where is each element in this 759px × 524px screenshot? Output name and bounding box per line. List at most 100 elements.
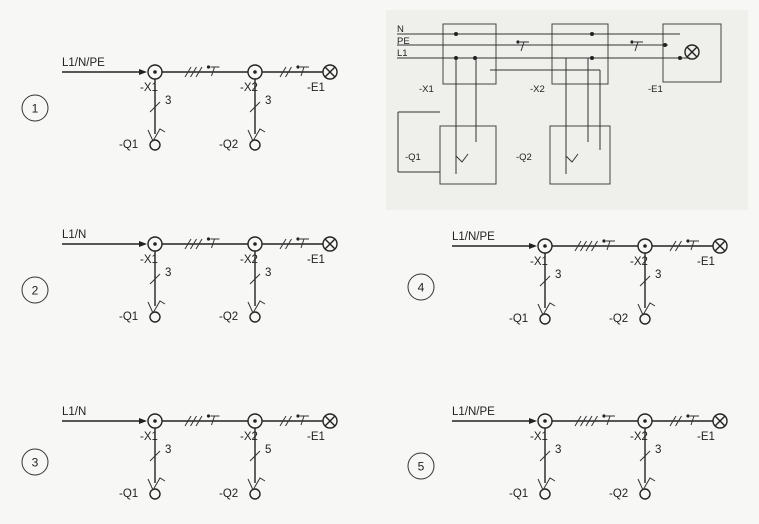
conductor-tick bbox=[669, 240, 677, 252]
pe-mark-stem bbox=[520, 41, 525, 52]
switch1-label: -Q1 bbox=[509, 313, 528, 325]
pe-mark-stem bbox=[211, 66, 215, 77]
junction-box-x2 bbox=[551, 23, 609, 85]
feed-arrow bbox=[139, 241, 147, 247]
junction-box-dot bbox=[643, 244, 647, 248]
switch1-conductor-count: 3 bbox=[165, 95, 171, 107]
diagram-number: 1 bbox=[32, 102, 39, 116]
junction-box-dot bbox=[253, 242, 257, 246]
conductor-tick bbox=[285, 238, 292, 250]
pe-mark-stem bbox=[606, 240, 611, 251]
switch1-conductor-count: 3 bbox=[165, 444, 171, 456]
drop-tick bbox=[149, 450, 161, 462]
drop-tick bbox=[249, 273, 261, 285]
pe-mark-stem bbox=[606, 415, 611, 426]
conductor-tick bbox=[190, 415, 197, 427]
pe-mark-stem bbox=[690, 415, 695, 426]
switch-lever bbox=[637, 302, 656, 316]
conductor-tick bbox=[591, 240, 598, 252]
switch-symbol bbox=[249, 311, 261, 323]
conductor-tick bbox=[580, 415, 587, 427]
wiring-switch1-label: -Q1 bbox=[405, 152, 421, 163]
lamp-symbol bbox=[322, 236, 338, 252]
pe-mark-stem bbox=[634, 41, 639, 52]
junction2-label: -X2 bbox=[630, 431, 648, 443]
conductor-label-pe: PE bbox=[397, 36, 410, 47]
conductor-label-l1: L1 bbox=[397, 48, 408, 59]
lamp-symbol bbox=[322, 413, 338, 429]
conductor-tick bbox=[190, 66, 197, 78]
diagram-number: 5 bbox=[418, 460, 425, 474]
single-line-diagram-1: 1L1/N/PE-X1-X2-E13-Q13-Q2 bbox=[21, 57, 338, 151]
junction-box-dot bbox=[153, 70, 157, 74]
switch2-label: -Q2 bbox=[219, 139, 238, 151]
lamp-symbol bbox=[322, 64, 338, 80]
lamp-cross bbox=[324, 66, 336, 78]
switch-symbol bbox=[249, 139, 261, 151]
feed-arrow bbox=[529, 243, 537, 249]
switch1-label: -Q1 bbox=[119, 139, 138, 151]
conductor-tick bbox=[574, 240, 582, 252]
diagram-number: 3 bbox=[32, 456, 39, 470]
switch-symbol bbox=[149, 139, 161, 151]
lamp-cross bbox=[714, 240, 726, 252]
pe-dot bbox=[296, 65, 300, 69]
junction1-label: -X1 bbox=[530, 431, 548, 443]
diagram-number-badge bbox=[21, 448, 49, 476]
wiring-diagram-frame bbox=[386, 10, 748, 210]
conductor-tick bbox=[285, 66, 292, 78]
diagram-number-badge bbox=[21, 276, 49, 304]
switch2-conductor-count: 3 bbox=[265, 95, 271, 107]
pe-mark-stem bbox=[300, 66, 305, 77]
switch-lever bbox=[147, 128, 166, 142]
switch2-conductor-count: 3 bbox=[655, 444, 661, 456]
drop-tick bbox=[539, 450, 551, 462]
switch-lever bbox=[637, 477, 656, 491]
switch-contact bbox=[565, 153, 579, 163]
pe-dot bbox=[686, 239, 690, 243]
conductor-tick bbox=[190, 238, 197, 250]
wiring-junction2-label: -X2 bbox=[530, 84, 545, 95]
switch1-label: -Q1 bbox=[509, 488, 528, 500]
junction1-label: -X1 bbox=[530, 256, 548, 268]
feed-label: L1/N/PE bbox=[452, 406, 495, 418]
switch-symbol bbox=[149, 311, 161, 323]
switch2-conductor-count: 3 bbox=[655, 269, 661, 281]
lamp-symbol bbox=[712, 413, 728, 429]
conductor-tick bbox=[195, 66, 203, 78]
switch1-conductor-count: 3 bbox=[555, 444, 561, 456]
feed-arrow bbox=[139, 69, 147, 75]
connection-dot bbox=[590, 56, 594, 60]
pe-dot bbox=[516, 40, 520, 44]
connection-dot bbox=[678, 56, 682, 60]
switch-lever bbox=[247, 128, 266, 142]
junction-box-dot bbox=[153, 242, 157, 246]
lamp-label: -E1 bbox=[697, 256, 715, 268]
single-line-diagram-5: 5L1/N/PE-X1-X2-E13-Q13-Q2 bbox=[407, 406, 728, 500]
switch-symbol bbox=[149, 488, 161, 500]
lamp-label: -E1 bbox=[307, 82, 325, 94]
conductor-tick bbox=[285, 415, 292, 427]
junction2-label: -X2 bbox=[240, 254, 258, 266]
conductor-label-n: N bbox=[397, 24, 404, 35]
diagram-number-badge bbox=[407, 273, 435, 301]
switch2-label: -Q2 bbox=[219, 311, 238, 323]
drop-tick bbox=[639, 275, 651, 287]
lamp-cross bbox=[714, 415, 726, 427]
switch-lever bbox=[247, 477, 266, 491]
switch-symbol bbox=[639, 313, 651, 325]
pe-mark-stem bbox=[690, 240, 695, 251]
junction-box-x1 bbox=[442, 23, 497, 85]
junction1-label: -X1 bbox=[140, 254, 158, 266]
switch1-label: -Q1 bbox=[119, 488, 138, 500]
lamp-box bbox=[662, 23, 722, 83]
switch2-conductor-count: 3 bbox=[265, 267, 271, 279]
junction-box-dot bbox=[543, 244, 547, 248]
feed-label: L1/N bbox=[62, 229, 86, 241]
pe-dot bbox=[296, 237, 300, 241]
lamp-symbol bbox=[684, 44, 700, 60]
lamp-cross bbox=[324, 415, 336, 427]
feed-label: L1/N bbox=[62, 406, 86, 418]
